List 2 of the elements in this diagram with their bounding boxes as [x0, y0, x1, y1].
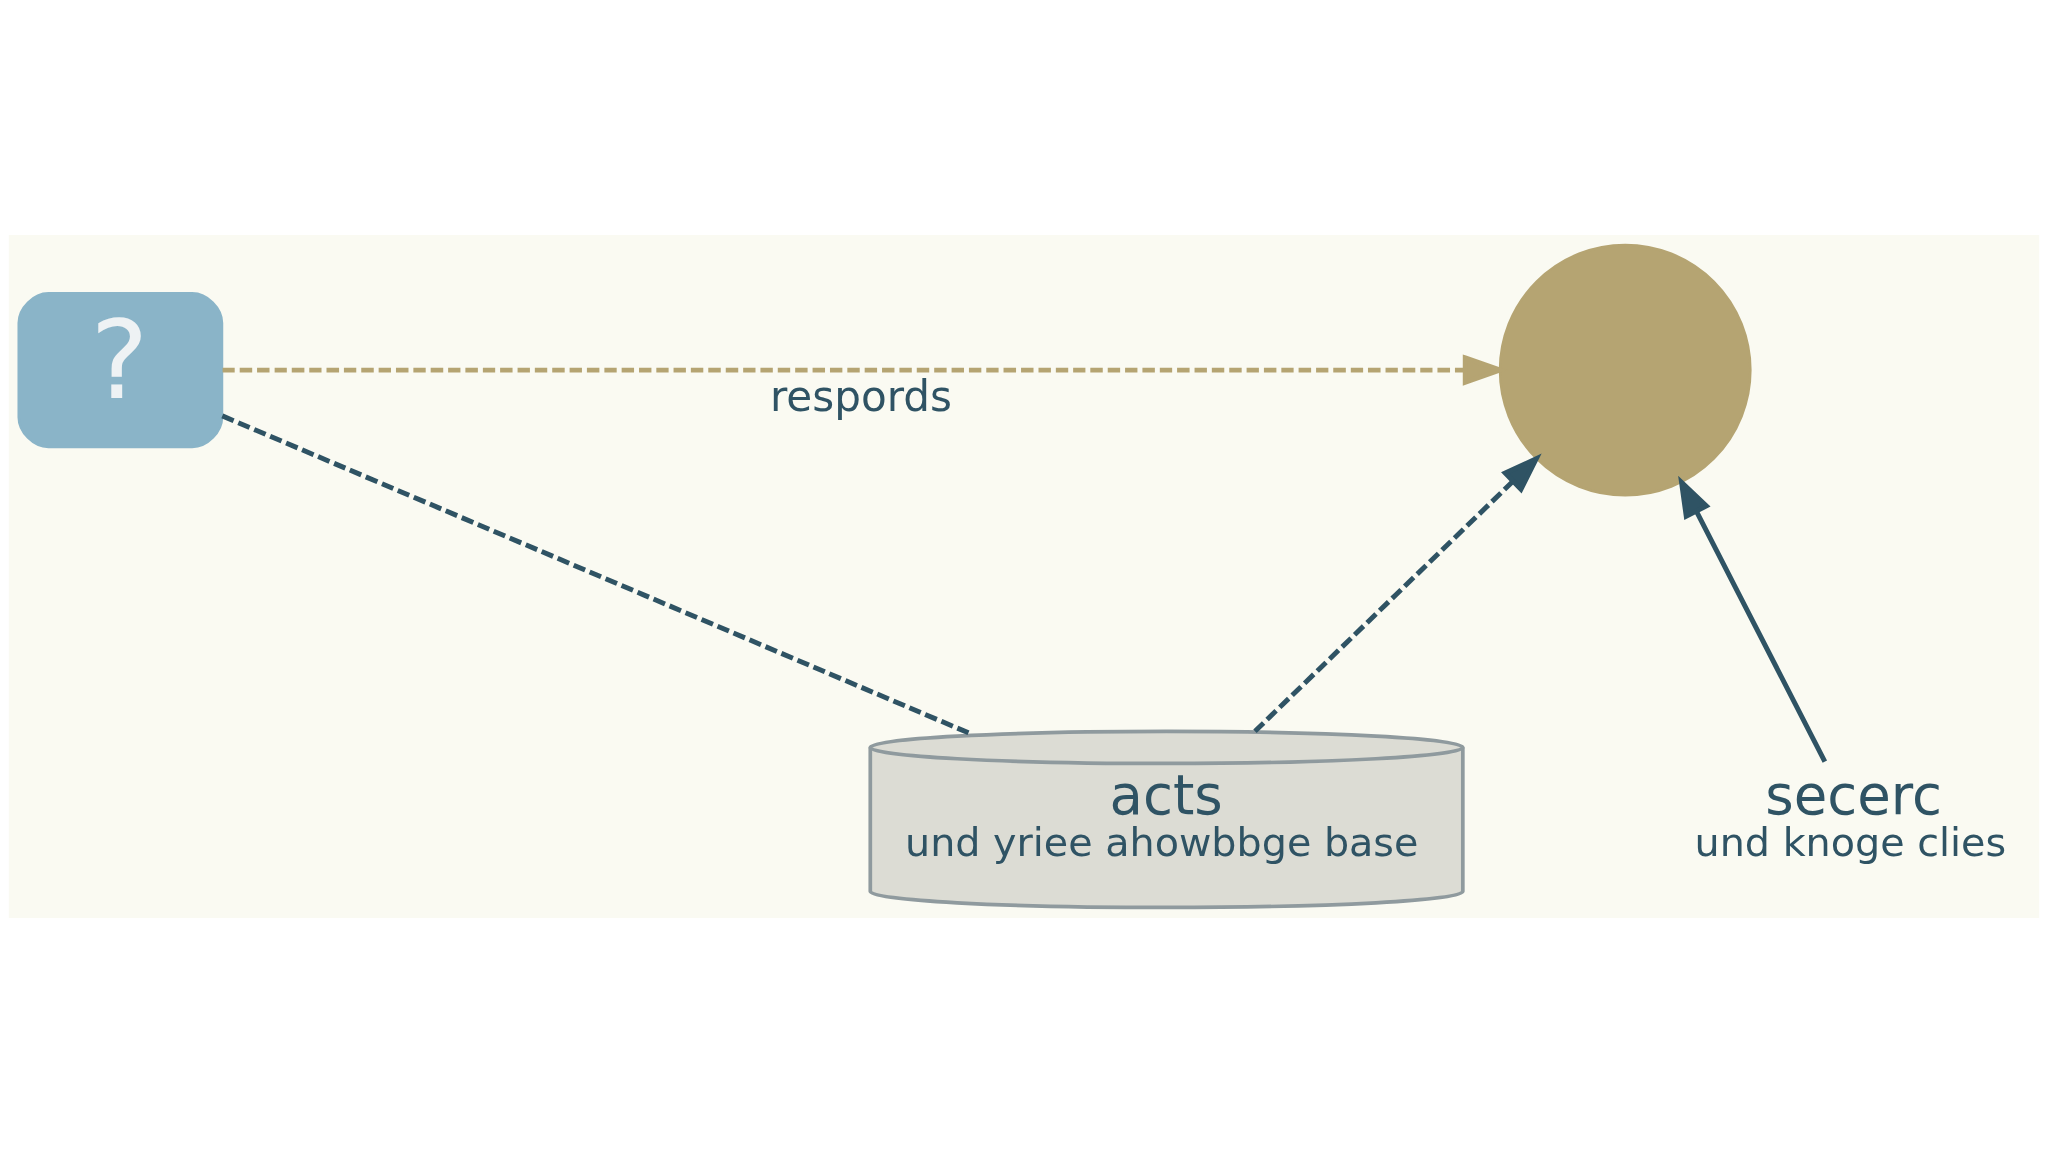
- node-text: secerc und knoge clies: [1694, 762, 2007, 865]
- edge-label: respords: [769, 371, 953, 421]
